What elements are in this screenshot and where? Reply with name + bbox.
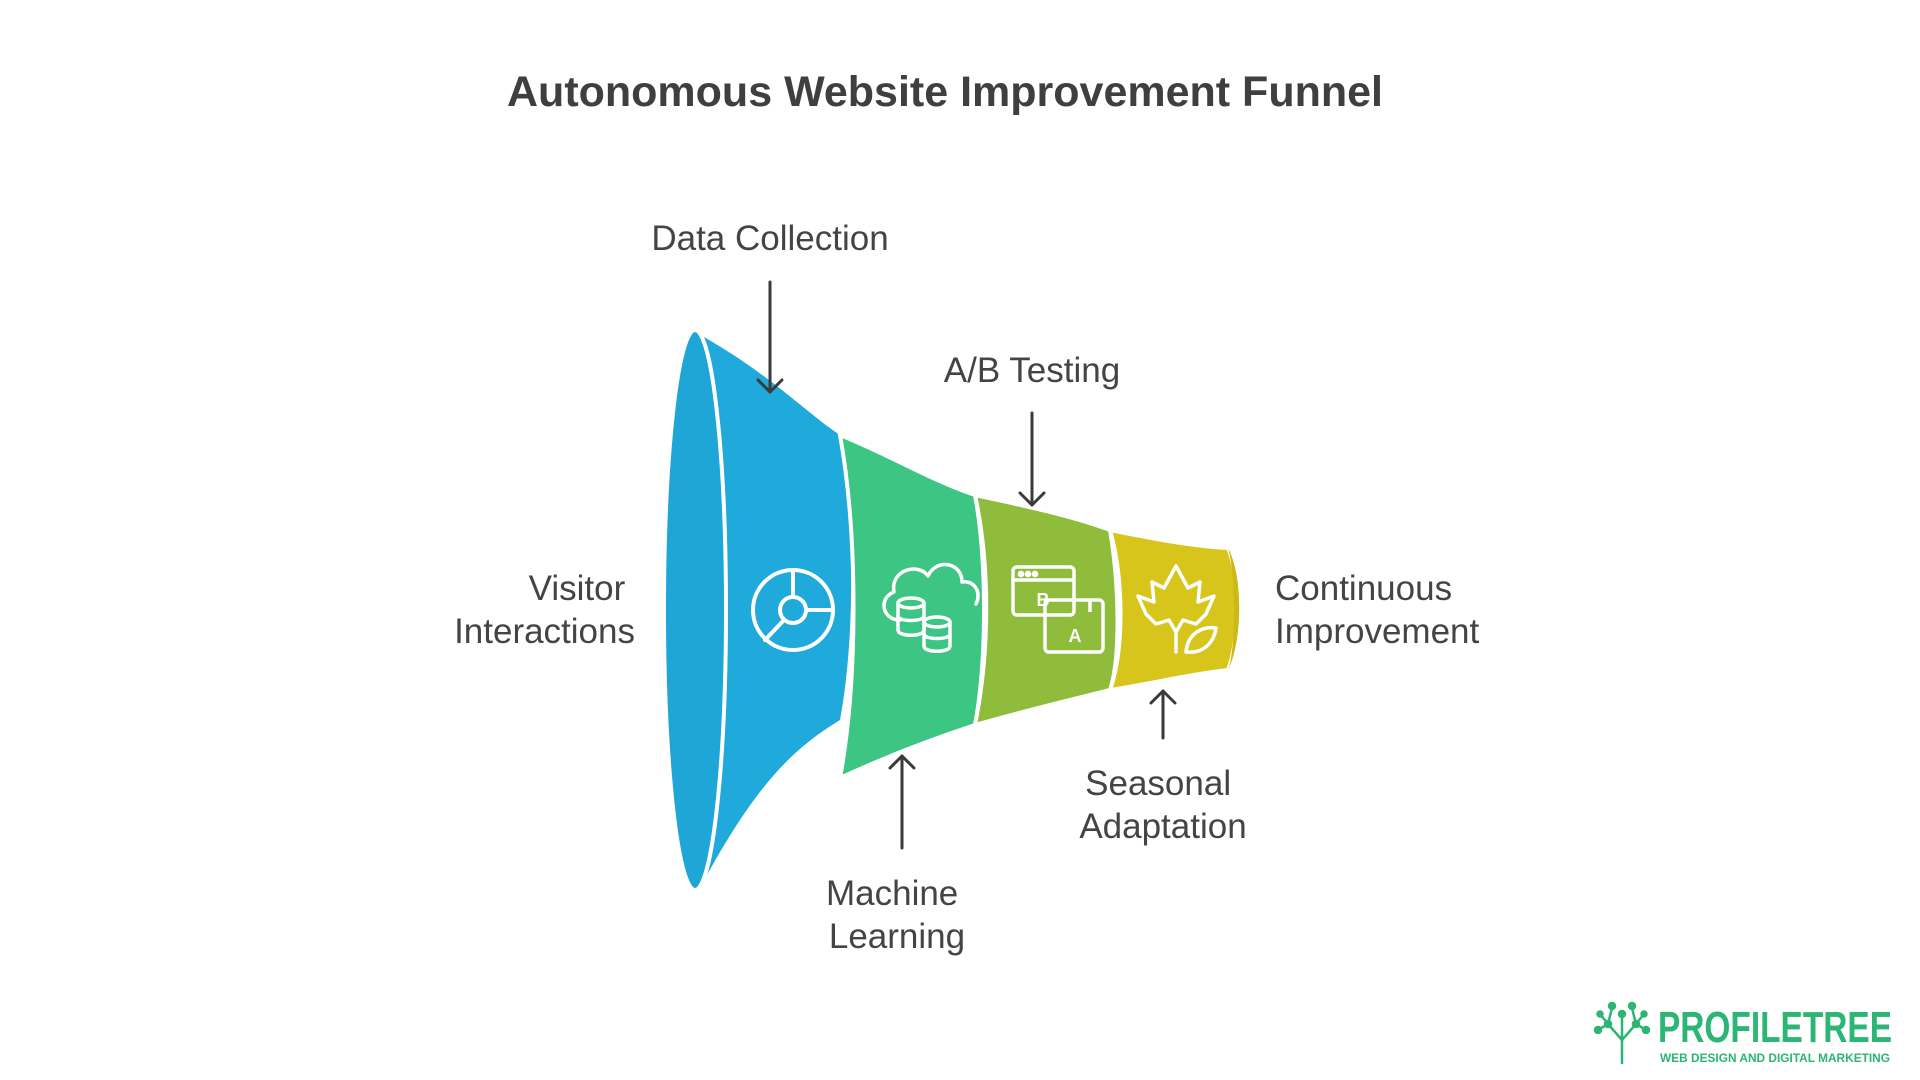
label-data-collection: Data Collection — [651, 219, 888, 258]
label-ab-testing: A/B Testing — [944, 351, 1120, 390]
funnel-stage-ab-testing: B A — [972, 492, 1120, 728]
funnel-stage-seasonal-adaptation — [1107, 527, 1240, 693]
brand-name: PROFILETREE — [1658, 1003, 1892, 1052]
tree-icon — [1593, 1001, 1651, 1065]
pie-chart-icon — [751, 568, 835, 652]
label-machine-learning: Machine Learning — [826, 874, 968, 956]
funnel-stage-machine-learning — [837, 431, 986, 782]
ab-icon-letter-b: B — [1037, 590, 1050, 610]
label-continuous-improvement: Continuous Improvement — [1275, 569, 1480, 651]
brand-logo: PROFILETREE WEB DESIGN AND DIGITAL MARKE… — [1593, 1001, 1892, 1065]
cloud-database-icon — [882, 562, 980, 653]
label-seasonal-adaptation: Seasonal Adaptation — [1079, 764, 1246, 846]
label-visitor-interactions: Visitor Interactions — [454, 569, 635, 651]
ab-test-window-icon — [1011, 565, 1105, 654]
maple-leaf-icon — [1136, 564, 1218, 654]
page-title: Autonomous Website Improvement Funnel — [507, 68, 1383, 116]
funnel-stage-visitor-interactions — [662, 328, 852, 892]
arrows — [756, 280, 1177, 850]
brand-tagline: WEB DESIGN AND DIGITAL MARKETING — [1660, 1051, 1890, 1065]
ab-icon-letter-a: A — [1069, 626, 1082, 646]
